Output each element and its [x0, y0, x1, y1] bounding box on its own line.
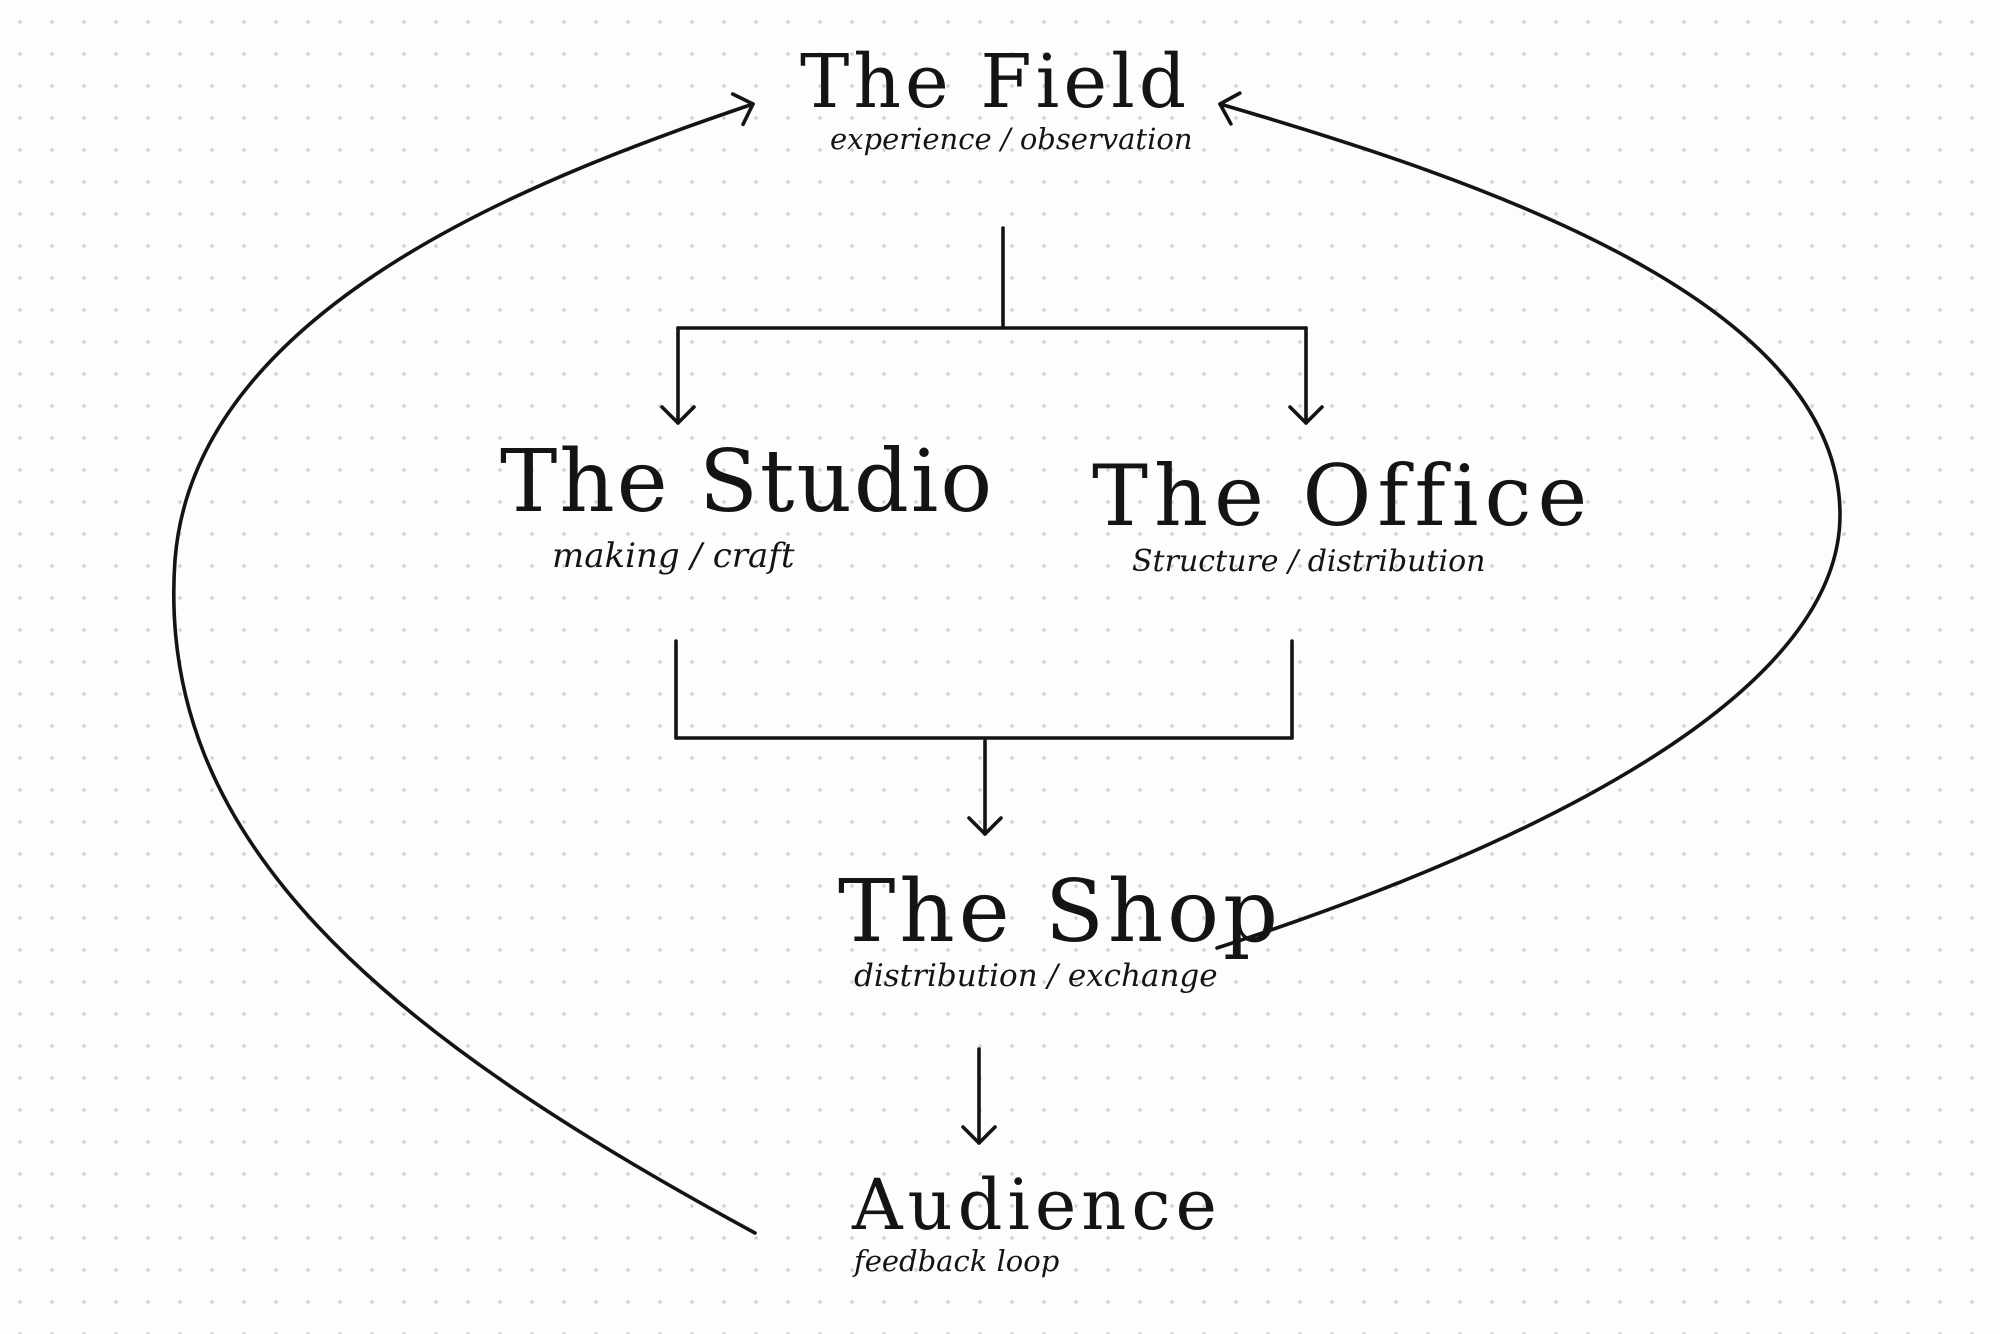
node-subtitle-studio: making / craft [552, 536, 795, 576]
node-the-field: The Field experience / observation [800, 38, 1193, 156]
node-subtitle-audience: feedback loop [854, 1244, 1060, 1278]
node-subtitle-field: experience / observation [830, 122, 1193, 156]
feedback-arc-left [172, 92, 757, 1235]
node-subtitle-office: Structure / distribution [1132, 544, 1486, 579]
node-title-office: The Office [1092, 447, 1594, 545]
node-title-studio: The Studio [500, 432, 995, 532]
node-audience: Audience feedback loop [852, 1164, 1222, 1278]
node-title-audience: Audience [852, 1164, 1222, 1246]
node-title-shop: The Shop [838, 862, 1283, 962]
feedback-arc-right [1215, 91, 1842, 950]
node-subtitle-shop: distribution / exchange [854, 958, 1218, 994]
node-the-shop: The Shop distribution / exchange [838, 862, 1282, 994]
node-title-field: The Field [800, 39, 1191, 125]
node-the-office: The Office Structure / distribution [1092, 446, 1593, 579]
node-the-studio: The Studio making / craft [500, 432, 994, 576]
